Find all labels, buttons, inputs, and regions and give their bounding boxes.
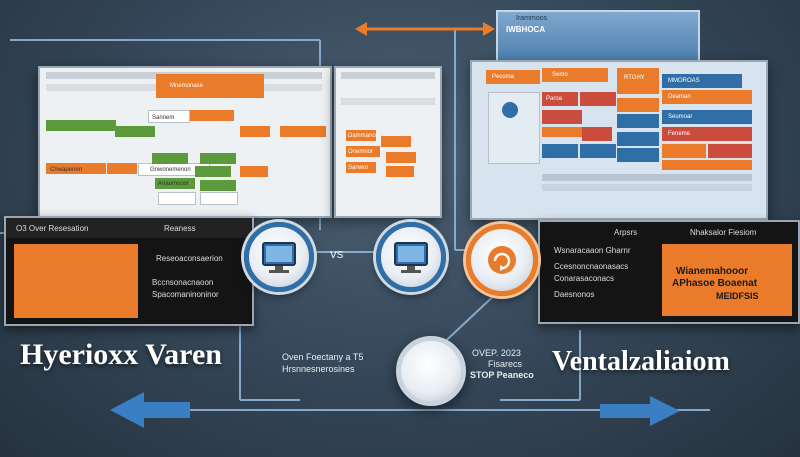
mid-screen-row: Onemnor <box>348 149 374 155</box>
left-info-panel: O3 Over Resesation Reaness Reseoaconsaer… <box>4 216 254 326</box>
left-caption-line: Oven Foectany a T5 <box>282 352 364 362</box>
left-panel-orange-block <box>14 244 138 318</box>
cloud-refresh-icon <box>488 246 516 274</box>
right-screen-top-bar: Irammoos IWBHOCA <box>496 10 700 64</box>
left-screen-row: Gnwonemenon <box>150 167 191 173</box>
left-panel-line: Reseoaconsaerion <box>156 254 223 263</box>
right-panel-orange-text: Wianemahooor <box>676 266 749 277</box>
left-panel-line: Bccnsonacnaoon <box>152 278 214 287</box>
center-node <box>396 336 466 406</box>
right-panel-orange-block <box>662 244 792 316</box>
right-info-panel: Arpsrs Nhaksalor Fiesiom Wsnaracaaon Gha… <box>538 220 800 324</box>
cloud-node <box>466 224 538 296</box>
monitor-icon <box>394 242 428 273</box>
right-screen-top-label: Irammoos <box>516 15 548 22</box>
right-screen-cell: MMOROAS <box>668 78 700 84</box>
right-caption-line: STOP Peaneco <box>470 370 534 380</box>
left-screen-header <box>156 74 264 98</box>
right-panel-orange-text: APhasoe Boaenat <box>672 278 758 289</box>
right-panel-line: Daesnonos <box>554 290 595 299</box>
right-panel-line: Conarasaconacs <box>554 274 615 283</box>
left-monitor-node <box>244 222 314 292</box>
left-title: Hyerioxx Varen <box>20 338 222 371</box>
right-screen-cell: Pecoma <box>492 74 515 80</box>
right-caption-line: Fisarecs <box>488 359 523 369</box>
right-screen-cell: Feneme <box>668 131 691 137</box>
right-panel-header-right: Nhaksalor Fiesiom <box>690 228 757 237</box>
right-panel-line: Wsnaracaaon Gharnr <box>554 246 631 255</box>
right-screen: Pecoma Semo RTOHY MMOROAS Paroa Deaman S… <box>470 60 768 220</box>
right-screen-cell: Semo <box>552 72 568 78</box>
right-title: Ventalzaliaiom <box>552 346 730 377</box>
left-screen-row: Chwapenen <box>50 167 83 173</box>
vs-label: VS <box>330 250 344 261</box>
double-arrow-icon <box>355 22 495 36</box>
mid-screen-row: Sanwor <box>348 165 369 171</box>
left-screen: Mnemonase Chwapenen Gnwonemenon Sannem A… <box>38 66 332 218</box>
right-panel-header-left: Arpsrs <box>614 228 638 237</box>
mid-screen-row: Dammanor <box>348 133 378 139</box>
right-screen-header: IWBHOCA <box>506 25 546 34</box>
right-screen-cell: Seumoar <box>668 114 693 120</box>
left-screen-row: Anaumooor <box>158 181 190 187</box>
left-panel-line: Spacomaninoninor <box>152 290 219 299</box>
monitor-icon <box>262 242 296 273</box>
right-screen-cell: Paroa <box>546 96 563 102</box>
left-screen-header-label: Mnemonase <box>170 83 204 89</box>
mid-monitor-node <box>376 222 446 292</box>
mid-screen: Dammanor Onemnor Sanwor <box>334 66 442 218</box>
left-panel-header-right: Reaness <box>164 224 196 233</box>
right-panel-orange-text: MEIDFSIS <box>716 291 759 301</box>
arrow-right-icon <box>600 396 680 426</box>
arrow-left-icon <box>110 392 190 428</box>
left-screen-row: Sannem <box>152 115 175 121</box>
right-panel-line: Ccesnoncnaonasacs <box>554 262 629 271</box>
right-screen-cell: RTOHY <box>624 75 645 81</box>
right-screen-cell: Deaman <box>668 94 691 100</box>
right-caption-line: OVEP. 2023 <box>472 348 521 358</box>
left-panel-header-left: O3 Over Resesation <box>16 224 89 233</box>
left-caption-line: Hrsnnesnerosines <box>282 364 355 374</box>
